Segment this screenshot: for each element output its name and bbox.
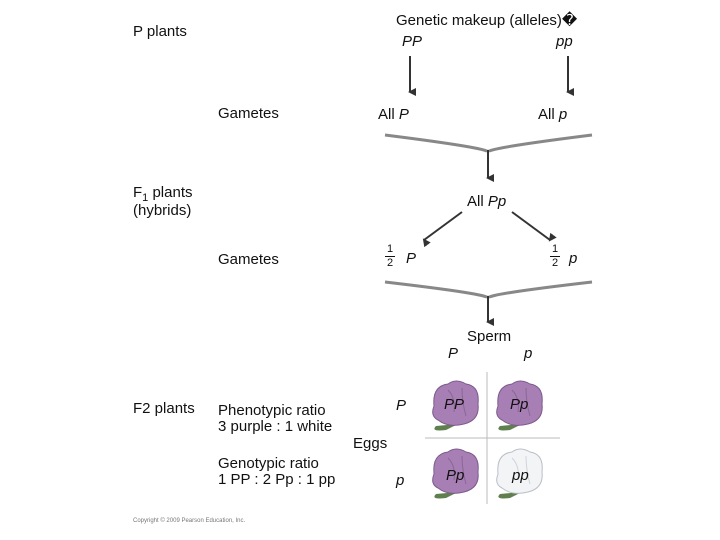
petal (496, 448, 543, 494)
pp-dominant-genotype: PP (402, 33, 423, 50)
egg-allele-recessive: p (396, 472, 405, 489)
p-plants-label: P plants (133, 23, 187, 40)
phenotypic-ratio-title: Phenotypic ratio (218, 402, 326, 419)
sperm-label: Sperm (467, 328, 512, 345)
egg-allele-dominant: P (396, 397, 407, 414)
sperm-allele-recessive: p (524, 345, 533, 362)
genotypic-ratio-value: 1 PP : 2 Pp : 1 pp (218, 471, 336, 488)
genetic-makeup-header: Genetic makeup (alleles)� (396, 12, 578, 29)
f1-plants-label: F1 plants (133, 184, 193, 207)
f1-label-sub: 1 (142, 192, 149, 204)
f1-hybrids-label: (hybrids) (133, 202, 192, 219)
f1-gametes-label: Gametes (218, 251, 279, 268)
flower-pp-bottom-left (432, 448, 479, 499)
f1-label-rest: plants (148, 184, 193, 201)
f2-plants-label: F2 plants (133, 400, 195, 417)
f1-gamete-left-num: 1 (386, 243, 394, 255)
p-gamete-left: All P (378, 106, 409, 123)
cell-genotype-3: Pp (446, 467, 465, 484)
arrow-f1-to-gamete-right (511, 211, 557, 242)
merge-curve-p-gametes (384, 133, 593, 154)
cell-genotype-4: pp (512, 467, 529, 484)
pp-recessive-genotype: pp (556, 33, 573, 50)
petal (432, 380, 479, 426)
merge-curve-f1-gametes (384, 280, 593, 300)
eggs-label: Eggs (353, 435, 388, 452)
f1-result-prefix: All (467, 193, 484, 210)
f1-gamete-right-den: 2 (551, 257, 559, 269)
f1-gamete-left-den: 2 (386, 257, 394, 269)
f1-result: All Pp (467, 193, 506, 210)
f1-label-main: F (133, 184, 143, 201)
p-gamete-left-prefix: All (378, 106, 395, 123)
p-gametes-label: Gametes (218, 105, 279, 122)
sperm-allele-dominant: P (448, 345, 459, 362)
f1-gamete-right-num: 1 (551, 243, 559, 255)
petal (432, 448, 479, 494)
p-gamete-right-prefix: All (538, 106, 555, 123)
flower-pp-top-right (496, 380, 543, 431)
cell-genotype-2: Pp (510, 396, 529, 413)
p-gamete-right: All p (538, 106, 567, 123)
phenotypic-ratio-value: 3 purple : 1 white (218, 418, 333, 435)
f1-gamete-left-allele: P (406, 250, 417, 267)
petal (496, 380, 543, 426)
f1-result-genotype: Pp (487, 193, 507, 210)
p-gamete-left-allele: P (398, 106, 409, 123)
f1-gamete-right-allele: p (569, 250, 578, 267)
arrow-f1-to-gamete-left (422, 211, 463, 248)
flower-pp-top-left (432, 380, 479, 431)
flower-pp-bottom-right (496, 448, 543, 499)
copyright-notice: Copyright © 2009 Pearson Education, Inc. (133, 518, 246, 524)
genotypic-ratio-title: Genotypic ratio (218, 455, 319, 472)
cell-genotype-1: PP (444, 396, 465, 413)
p-gamete-right-allele: p (558, 106, 568, 123)
